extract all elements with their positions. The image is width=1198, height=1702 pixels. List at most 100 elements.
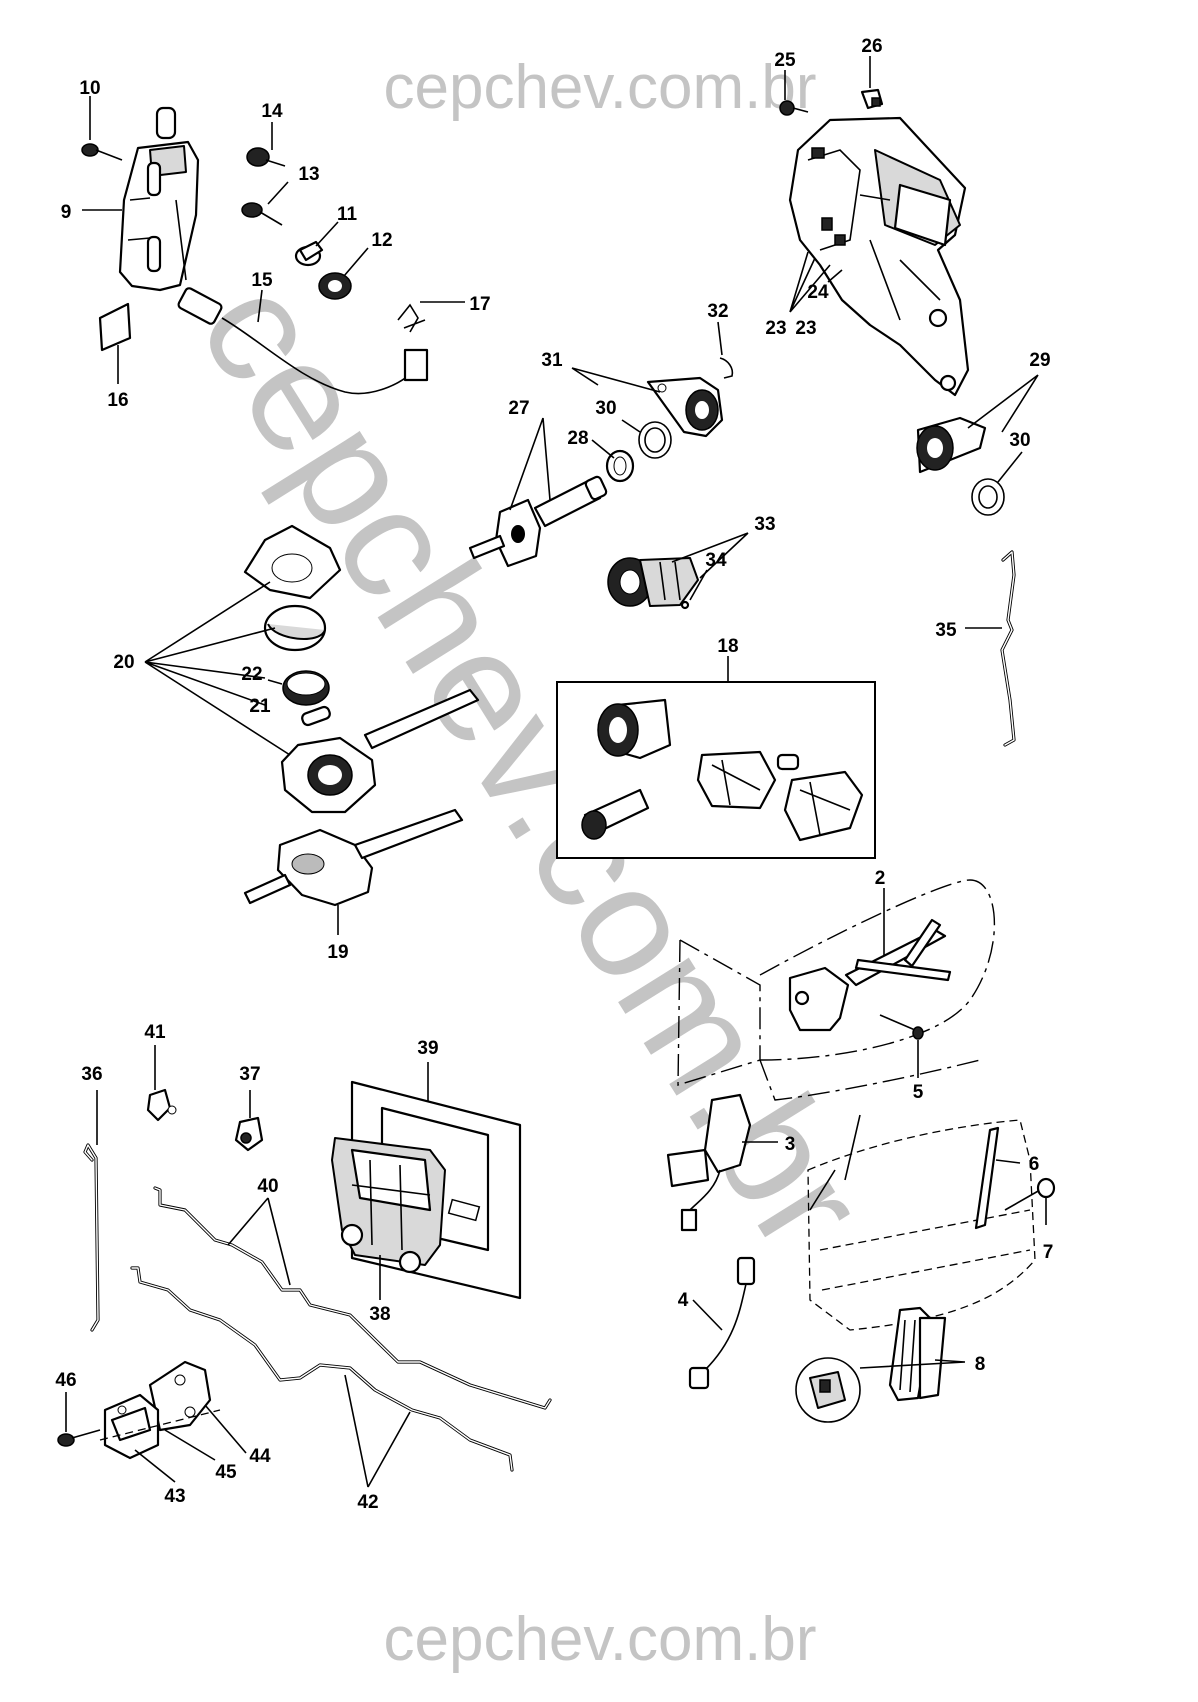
callout-18: 18 — [717, 636, 738, 657]
callout-37: 37 — [239, 1064, 260, 1085]
callout-line-28 — [591, 439, 615, 459]
callout-33: 33 — [754, 514, 775, 535]
part-33-lock-assembly — [607, 557, 699, 607]
part-44-gasket — [148, 1360, 212, 1432]
part-20-key-button — [263, 604, 327, 652]
part-41-clip — [146, 1088, 177, 1122]
callout-line-15 — [257, 289, 263, 323]
callout-12: 12 — [371, 230, 392, 251]
callout-lines-8 — [859, 1359, 966, 1369]
part-37-clip — [234, 1116, 264, 1152]
part-10-screw — [81, 143, 123, 161]
callout-lines-20 — [144, 581, 291, 756]
callout-line-22 — [267, 679, 283, 685]
part-38-handle-assembly — [331, 1137, 446, 1274]
part-15-harness — [177, 287, 429, 395]
callout-3: 3 — [785, 1134, 796, 1155]
part-8-detail-circle — [795, 1357, 861, 1423]
callout-44: 44 — [249, 1446, 271, 1467]
part-2-regulator — [788, 918, 952, 1032]
callout-10: 10 — [79, 78, 100, 99]
callout-46: 46 — [55, 1370, 76, 1391]
callout-17: 17 — [469, 294, 490, 315]
callout-line-44 — [204, 1404, 247, 1454]
callout-line-34 — [689, 569, 708, 601]
part-9-lock-housing — [118, 106, 200, 292]
part-29-lock-plate — [916, 416, 987, 474]
part-8-run-channel — [888, 1306, 947, 1402]
callout-7: 7 — [1043, 1242, 1054, 1263]
callout-28: 28 — [567, 428, 588, 449]
callout-line-11 — [315, 221, 339, 247]
callout-40: 40 — [257, 1176, 278, 1197]
callout-lines-27 — [509, 417, 551, 511]
callout-line-6 — [995, 1159, 1021, 1164]
callout-4: 4 — [678, 1290, 689, 1311]
callout-2: 2 — [875, 868, 886, 889]
door-outline-upper — [677, 879, 996, 1101]
part-12-grommet — [318, 272, 352, 300]
part-4-harness — [688, 1256, 756, 1390]
callout-45: 45 — [215, 1462, 237, 1483]
callout-5: 5 — [913, 1082, 924, 1103]
callout-32: 32 — [707, 301, 728, 322]
callout-lines-31 — [571, 367, 661, 393]
callout-lines-23 — [789, 251, 831, 313]
callout-20: 20 — [113, 652, 134, 673]
callout-15: 15 — [251, 270, 273, 291]
callout-lines-40 — [227, 1197, 291, 1286]
callout-23a: 23 — [765, 318, 786, 339]
part-11-bushing — [294, 240, 324, 267]
part-18-lock-kit — [556, 656, 876, 859]
part-36-rod — [83, 1143, 100, 1332]
callout-line-30-right — [997, 451, 1023, 483]
callout-39: 39 — [417, 1038, 438, 1059]
callout-11: 11 — [337, 204, 358, 225]
callout-lines-29 — [967, 374, 1039, 433]
part-7-bolt — [1004, 1177, 1056, 1211]
part-35-rod — [1000, 550, 1016, 747]
part-16-bracket — [98, 302, 132, 352]
callout-22: 22 — [241, 664, 262, 685]
callout-line-13 — [267, 181, 289, 205]
callout-line-43 — [134, 1449, 176, 1483]
part-30-spring-right — [971, 478, 1005, 516]
callout-line-24 — [827, 269, 843, 283]
watermark-top: cepchev.com.br — [383, 53, 816, 122]
callout-34: 34 — [705, 550, 727, 571]
callout-24: 24 — [807, 282, 829, 303]
watermark-bottom: cepchev.com.br — [383, 1605, 816, 1674]
callout-lines-33 — [671, 532, 749, 579]
callout-35: 35 — [935, 620, 957, 641]
part-43-striker — [103, 1393, 160, 1460]
callout-numbers: 2 3 4 5 6 7 8 9 10 11 12 13 14 15 16 17 … — [55, 36, 1053, 1513]
callout-6: 6 — [1029, 1154, 1040, 1175]
part-21-spacer — [301, 705, 331, 727]
alignment-line-43 — [99, 1409, 221, 1441]
part-6-glass-channel — [974, 1126, 1000, 1230]
part-20-key-cover — [243, 524, 342, 600]
callout-16: 16 — [107, 390, 128, 411]
part-3-motor — [666, 1093, 752, 1232]
part-30-spring — [638, 421, 672, 459]
callout-25: 25 — [774, 50, 796, 71]
door-outline-lower — [807, 1114, 1036, 1331]
part-14-screw — [246, 147, 286, 167]
callout-8: 8 — [975, 1354, 986, 1375]
part-40-rod — [153, 1186, 552, 1410]
callout-line-4 — [692, 1299, 723, 1331]
part-26-clip — [860, 88, 884, 110]
callout-26: 26 — [861, 36, 882, 57]
callout-30a: 30 — [595, 398, 616, 419]
part-34-ball — [680, 600, 690, 610]
part-25-screw — [779, 100, 809, 116]
callout-27: 27 — [508, 398, 529, 419]
callout-36: 36 — [81, 1064, 102, 1085]
part-17-clip — [397, 303, 426, 333]
part-22-battery — [282, 670, 330, 706]
callout-9: 9 — [61, 202, 72, 223]
callout-14: 14 — [261, 101, 283, 122]
part-31-lock-plate — [646, 376, 724, 438]
callout-43: 43 — [164, 1486, 185, 1507]
